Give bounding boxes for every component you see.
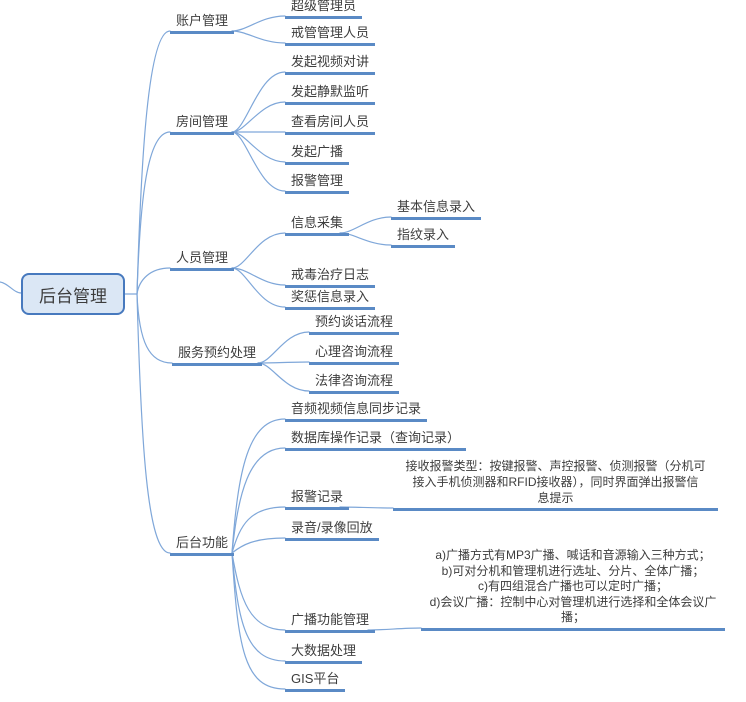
topic-recording-playback[interactable]: 录音/录像回放 [285, 520, 379, 541]
topic-detox-treatment-log[interactable]: 戒毒治疗日志 [285, 267, 376, 288]
note-line: a)广播方式有MP3广播、喊话和音源输入三种方式； [435, 548, 711, 562]
note-line: b)可对分机和管理机进行选址、分片、全体广播； [441, 563, 705, 578]
topic-broadcast-management[interactable]: 广播功能管理 [285, 612, 376, 633]
topic-info-collection[interactable]: 信息采集 [285, 215, 350, 236]
topic-view-room-personnel[interactable]: 查看房间人员 [285, 114, 376, 135]
note-line: d)会议广播：控制中心对管理机进行选择和全体会议广 [429, 594, 717, 609]
topic-appointment-talk-flow[interactable]: 预约谈话流程 [309, 314, 400, 335]
topic-gis-platform[interactable]: GIS平台 [285, 671, 346, 692]
note-line: 播； [560, 610, 585, 624]
note-broadcast-details[interactable]: a)广播方式有MP3广播、喊话和音源输入三种方式； b)可对分机和管理机进行选址… [421, 548, 725, 631]
topic-start-video-intercom[interactable]: 发起视频对讲 [285, 54, 376, 75]
topic-reward-punishment-entry[interactable]: 奖惩信息录入 [285, 289, 376, 310]
topic-db-operation-log[interactable]: 数据库操作记录（查询记录） [285, 430, 467, 451]
topic-start-silent-monitoring[interactable]: 发起静默监听 [285, 84, 376, 105]
topic-account-management[interactable]: 账户管理 [170, 13, 235, 34]
topic-basic-info-entry[interactable]: 基本信息录入 [391, 199, 482, 220]
root-topic[interactable]: 后台管理 [21, 273, 125, 315]
topic-personnel-management[interactable]: 人员管理 [170, 250, 235, 271]
topic-alarm-records[interactable]: 报警记录 [285, 489, 350, 510]
topic-av-sync-recording[interactable]: 音频视频信息同步记录 [285, 401, 428, 422]
topic-room-management[interactable]: 房间管理 [170, 114, 235, 135]
note-line: 息提示 [537, 491, 574, 505]
note-line: 接入手机侦测器和RFID接收器），同时界面弹出报警信 [412, 475, 699, 489]
note-line: 接收报警类型：按键报警、声控报警、侦测报警（分机可 [405, 459, 706, 473]
topic-alarm-management[interactable]: 报警管理 [285, 173, 350, 194]
topic-legal-counseling-flow[interactable]: 法律咨询流程 [309, 373, 400, 394]
topic-backend-functions[interactable]: 后台功能 [170, 535, 235, 556]
topic-big-data-processing[interactable]: 大数据处理 [285, 643, 363, 664]
note-line: c)有四组混合广播也可以定时广播； [478, 579, 668, 593]
topic-super-admin[interactable]: 超级管理员 [285, 0, 363, 19]
topic-fingerprint-entry[interactable]: 指纹录入 [391, 227, 456, 248]
topic-psych-counseling-flow[interactable]: 心理咨询流程 [309, 344, 400, 365]
topic-service-appointment[interactable]: 服务预约处理 [172, 345, 263, 366]
note-alarm-types[interactable]: 接收报警类型：按键报警、声控报警、侦测报警（分机可 接入手机侦测器和RFID接收… [393, 458, 718, 511]
topic-start-broadcast[interactable]: 发起广播 [285, 144, 350, 165]
topic-detention-admin-staff[interactable]: 戒管管理人员 [285, 25, 376, 46]
